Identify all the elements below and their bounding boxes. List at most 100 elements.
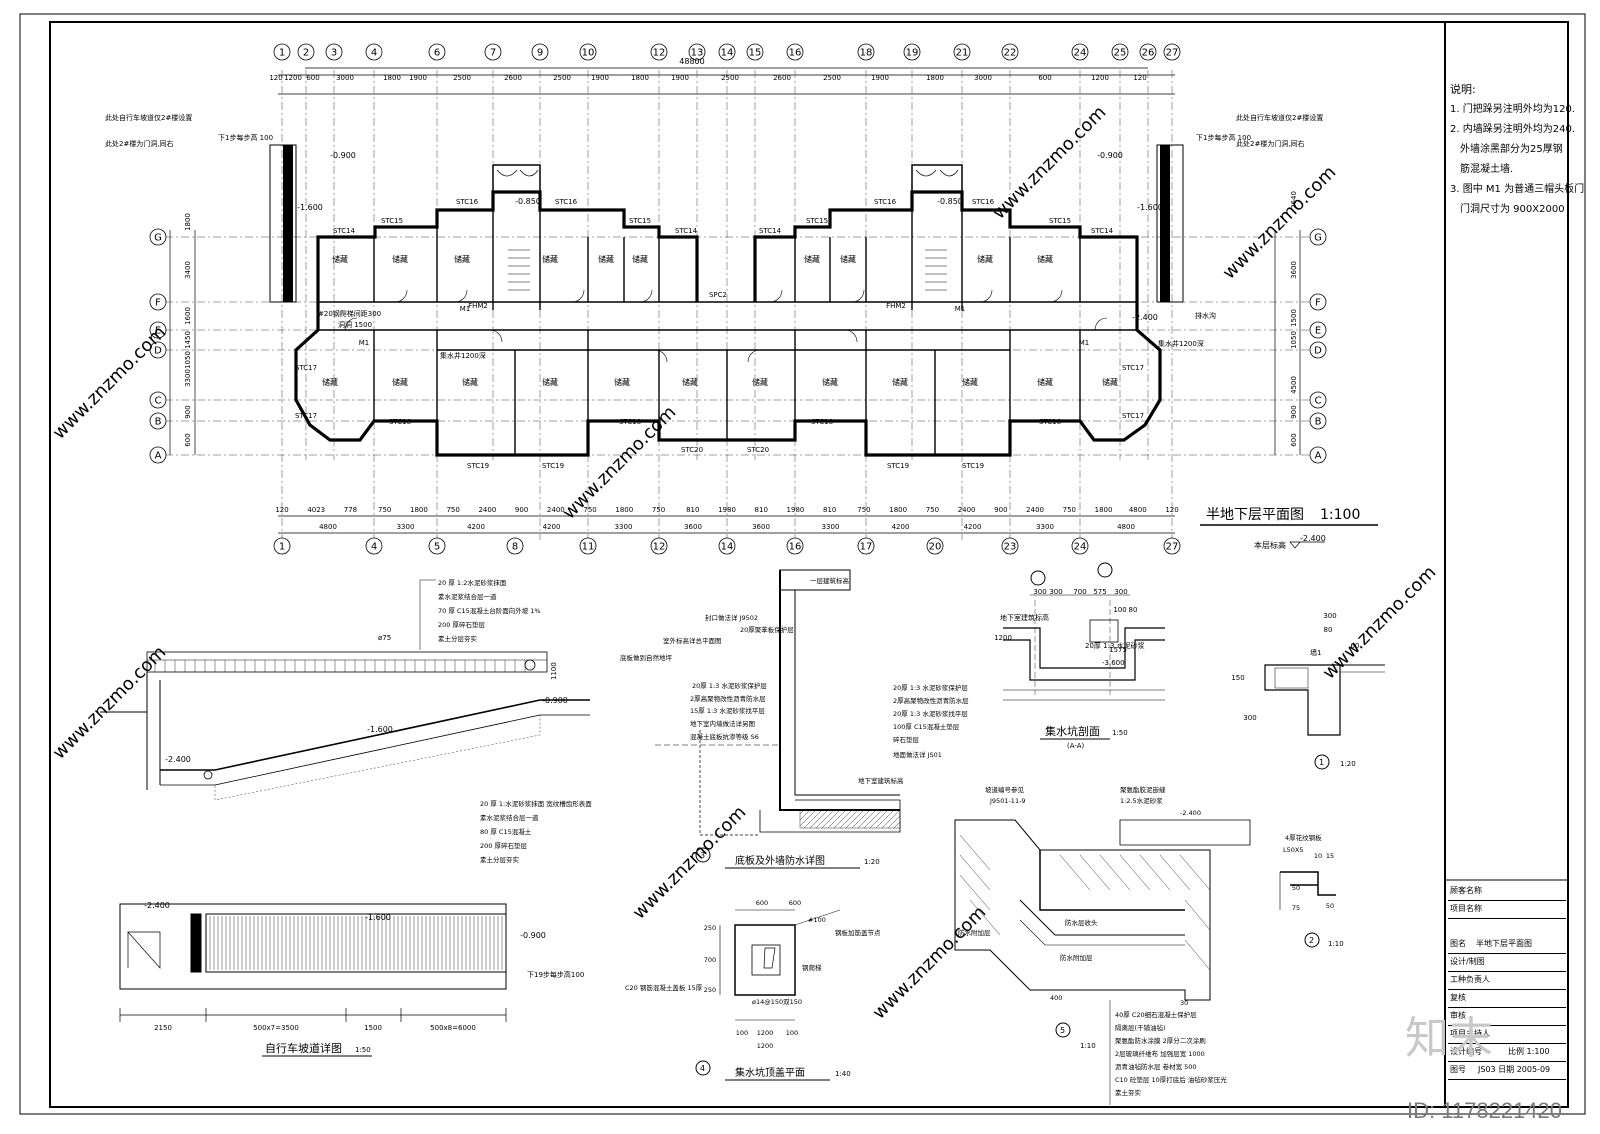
axis-bubble-bottom: 24	[1074, 542, 1087, 553]
right-dim-text: 600	[1290, 433, 1298, 446]
bottom-dim-text: 1980	[718, 506, 736, 514]
inner-frame	[49, 21, 1569, 1108]
bottom-dim-text: 3600	[684, 523, 702, 531]
sump-label: 20厚 1:3 水泥砂浆	[1085, 641, 1145, 650]
ramp-layer-text: 200 厚碎石垫层	[480, 841, 527, 850]
axis-bubble-right-circle	[1309, 228, 1327, 246]
axis-bubble-left-circle	[149, 446, 167, 464]
axis-bubble-left: B	[155, 417, 162, 428]
left-dim-text: 1600	[184, 307, 192, 325]
door-label: FHM2	[886, 302, 906, 310]
ramp-level-text: -0.900	[520, 931, 546, 940]
axis-bubble-top: 10	[582, 48, 595, 59]
axis-bubble-bottom: 5	[434, 542, 440, 553]
waterproof-label: 封口做法详 J9502	[705, 613, 758, 622]
axis-bubble-left: C	[155, 396, 162, 407]
detail-2-dim: 50	[1326, 902, 1334, 910]
left-dim-text: 1450	[184, 331, 192, 349]
sump-cover-label: 钢爬梯	[802, 963, 822, 972]
axis-bubble-left: E	[155, 326, 161, 337]
room-label: 储藏	[962, 377, 978, 387]
room-label: 储藏	[1037, 254, 1053, 264]
top-dim-text: 1900	[871, 74, 889, 82]
axis-bubble-top: 7	[490, 48, 496, 59]
right-dim-text: 4500	[1290, 376, 1298, 394]
window-label: STC14	[1091, 227, 1114, 235]
axis-bubble-top-circle	[484, 43, 502, 61]
room-label: 储藏	[840, 254, 856, 264]
plan-annotation: 洞洞 1500	[338, 320, 372, 329]
waterproof-label: 室外标高详总平面图	[663, 636, 722, 645]
bottom-dim-text: 2400	[478, 506, 496, 514]
plan-annotation: 排水沟	[1195, 311, 1216, 320]
bottom-dim-text: 3300	[615, 523, 633, 531]
axis-bubble-left-circle	[149, 391, 167, 409]
top-dim-text: 1900	[671, 74, 689, 82]
top-dim-text: 120	[269, 74, 282, 82]
axis-bubble-bottom: 1	[279, 542, 285, 553]
ramp-plan-drawing	[119, 903, 507, 1022]
room-label: 储藏	[752, 377, 768, 387]
door-label: M1	[955, 305, 966, 313]
level-label: -0.850	[937, 197, 963, 206]
axis-bubble-left-circle	[149, 321, 167, 339]
axis-bubble-top-circle	[718, 43, 736, 61]
waterproof-label: 地面做法详 JS01	[893, 750, 942, 759]
detail-5-label: -2.400	[1180, 809, 1201, 817]
plan-annotation: 此处自行车坡道仅2#楼设置	[105, 113, 192, 122]
left-dim-text: 900	[184, 405, 192, 418]
top-dim-text: 1200	[1091, 74, 1109, 82]
plan-level-label: 本层标高	[1254, 540, 1286, 550]
detail-5-scale: 1:10	[1080, 1042, 1096, 1050]
ramp-layer-text: 70 厚 C15混凝土台阶面向外坡 1%	[438, 606, 541, 615]
axis-bubble-bottom-circle	[506, 537, 524, 555]
note-line: 筋混凝土墙.	[1460, 164, 1514, 175]
axis-bubble-top-circle	[1139, 43, 1157, 61]
axis-bubble-top: 4	[371, 48, 377, 59]
watermark-site-text: www.znzmo.com	[1219, 162, 1341, 284]
axis-bubble-right-circle	[1309, 446, 1327, 464]
ramp-detail-title: 自行车坡道详图	[265, 1041, 342, 1055]
axis-bubble-top: 16	[789, 48, 802, 59]
detail-5-layer: 40厚 C20细石混凝土保护层	[1115, 1010, 1197, 1019]
detail-5-label: 坡道编号参见	[985, 785, 1025, 794]
sump-cover-label: ø14@150双150	[752, 998, 802, 1006]
level-label: -1.600	[297, 203, 323, 212]
window-label: STC20	[681, 446, 703, 454]
plan-annotation: 此处2#楼为门洞,同右	[105, 139, 174, 148]
waterproof-label: 20厚 1:3 水泥砂浆保护层	[893, 683, 968, 692]
axis-bubble-left-circle	[149, 228, 167, 246]
title-block-row: 审核	[1448, 1007, 1566, 1026]
sump-cover-dim: 600	[789, 899, 801, 907]
top-dim-text: 2500	[721, 74, 739, 82]
top-dim-text: 1800	[631, 74, 649, 82]
bottom-dim-text: 4200	[892, 523, 910, 531]
axis-bubble-top-circle	[1001, 43, 1019, 61]
window-label: STC19	[542, 462, 564, 470]
axis-bubble-bottom: 11	[582, 542, 595, 553]
waterproof-label: 2厚高聚物改性沥青防水层	[690, 694, 766, 703]
ramp-layer-text: 20 厚 1:2水泥砂浆抹面	[438, 578, 507, 587]
sump-label: 地下室建筑标高	[1000, 613, 1049, 622]
plan-annotation: 此处自行车坡道仅2#楼设置	[1236, 113, 1323, 122]
top-dim-text: 2500	[453, 74, 471, 82]
waterproof-label: 一层建筑标高	[810, 576, 850, 585]
detail-5-layer: 素土夯实	[1115, 1088, 1142, 1097]
sump-level-text: -3.600	[1102, 659, 1125, 667]
bottom-dim-text: 1800	[615, 506, 633, 514]
window-label: STC16	[456, 198, 479, 206]
waterproof-detail-drawing	[655, 569, 901, 836]
bottom-dim-text: 120	[1165, 506, 1178, 514]
bottom-dim-text: 810	[686, 506, 699, 514]
room-label: 储藏	[977, 254, 993, 264]
axis-bubble-top: 9	[537, 48, 543, 59]
ramp-level-text: -1.600	[367, 725, 393, 734]
sump-cover-dim: 250	[704, 924, 716, 932]
axis-bubble-left-circle	[149, 341, 167, 359]
bottom-dim-text: 1800	[889, 506, 907, 514]
